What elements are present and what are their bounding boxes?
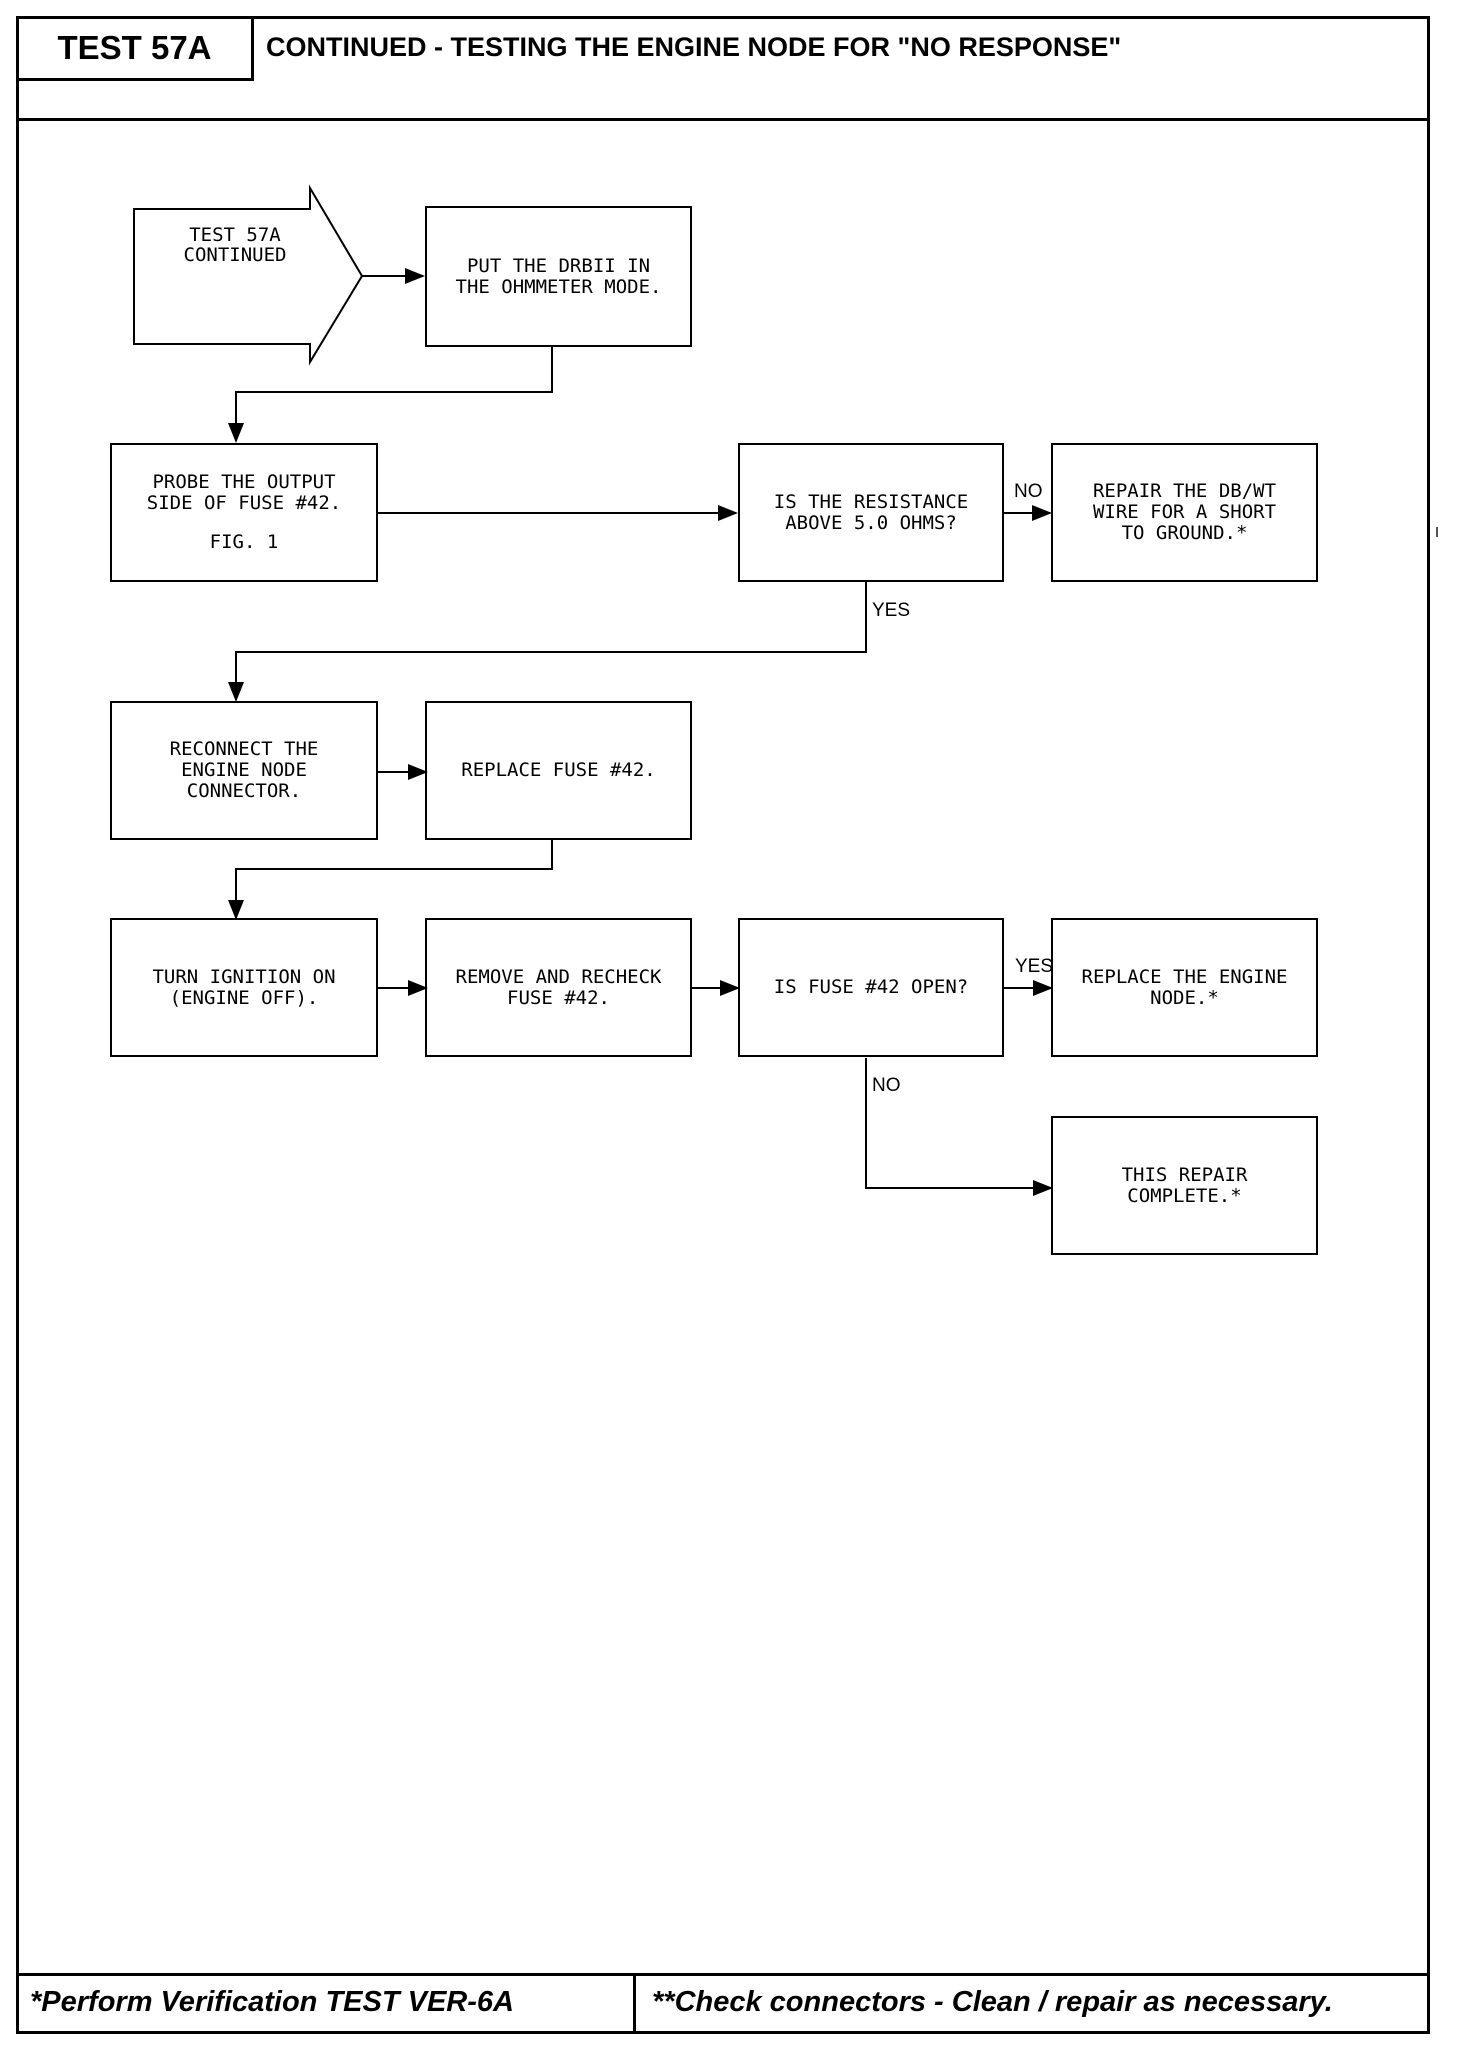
footer-connectors-note: **Check connectors - Clean / repair as n… (652, 1986, 1333, 2018)
step-replace-fuse: REPLACE FUSE #42. (425, 701, 692, 840)
label-resistance-no: NO (1014, 481, 1043, 502)
step-replace-engine-node: REPLACE THE ENGINE NODE.* (1051, 918, 1318, 1057)
footer-divider (18, 1973, 1427, 1976)
step-probe-output-side: PROBE THE OUTPUT SIDE OF FUSE #42. FIG. … (110, 443, 378, 582)
step-turn-ignition-on: TURN IGNITION ON (ENGINE OFF). (110, 918, 378, 1057)
test-number-label: TEST 57A (18, 18, 254, 81)
step-probe-fig-ref: FIG. 1 (209, 531, 279, 553)
start-arrow-shape (133, 184, 364, 366)
step-repair-db-wt-wire-text: REPAIR THE DB/WT WIRE FOR A SHORT TO GRO… (1092, 480, 1277, 544)
decision-fuse-42-open: IS FUSE #42 OPEN? (738, 918, 1004, 1057)
connector-replace-to-ignition (228, 839, 553, 920)
connector-resistance-yes (228, 582, 867, 702)
label-fuse-yes: YES (1015, 956, 1054, 977)
decision-resistance-above-5-ohms: IS THE RESISTANCE ABOVE 5.0 OHMS? (738, 443, 1004, 582)
header-divider (18, 118, 1427, 121)
step-reconnect-engine-node-text: RECONNECT THE ENGINE NODE CONNECTOR. (169, 738, 319, 802)
step-replace-fuse-text: REPLACE FUSE #42. (461, 759, 656, 781)
connector-fuse-open-no (865, 1058, 1053, 1196)
step-reconnect-engine-node: RECONNECT THE ENGINE NODE CONNECTOR. (110, 701, 378, 840)
footer-column-divider (633, 1973, 636, 2032)
step-repair-complete: THIS REPAIR COMPLETE.* (1051, 1116, 1318, 1255)
connector-drbii-to-probe (228, 347, 553, 443)
label-fuse-no: NO (872, 1075, 901, 1096)
page-frame (16, 16, 1430, 2034)
page-title: CONTINUED - TESTING THE ENGINE NODE FOR … (266, 32, 1122, 62)
step-put-drbii-ohmmeter: PUT THE DRBII IN THE OHMMETER MODE. (425, 206, 692, 347)
step-remove-recheck-fuse-text: REMOVE AND RECHECK FUSE #42. (455, 965, 662, 1009)
label-resistance-yes: YES (872, 600, 911, 621)
step-put-drbii-ohmmeter-text: PUT THE DRBII IN THE OHMMETER MODE. (455, 254, 662, 298)
step-probe-output-side-text: PROBE THE OUTPUT SIDE OF FUSE #42. (146, 471, 342, 514)
start-test-57a-continued: TEST 57A CONTINUED (183, 224, 287, 266)
step-repair-db-wt-wire: REPAIR THE DB/WT WIRE FOR A SHORT TO GRO… (1051, 443, 1318, 582)
step-replace-engine-node-text: REPLACE THE ENGINE NODE.* (1081, 965, 1288, 1009)
step-turn-ignition-on-text: TURN IGNITION ON (ENGINE OFF). (152, 965, 336, 1009)
step-repair-complete-text: THIS REPAIR COMPLETE.* (1121, 1163, 1248, 1207)
decision-resistance-text: IS THE RESISTANCE ABOVE 5.0 OHMS? (773, 490, 969, 534)
footer-verification-note: *Perform Verification TEST VER-6A (30, 1986, 514, 2018)
decision-fuse-open-text: IS FUSE #42 OPEN? (773, 976, 969, 998)
stray-margin-mark (1436, 527, 1438, 537)
step-remove-recheck-fuse: REMOVE AND RECHECK FUSE #42. (425, 918, 692, 1057)
